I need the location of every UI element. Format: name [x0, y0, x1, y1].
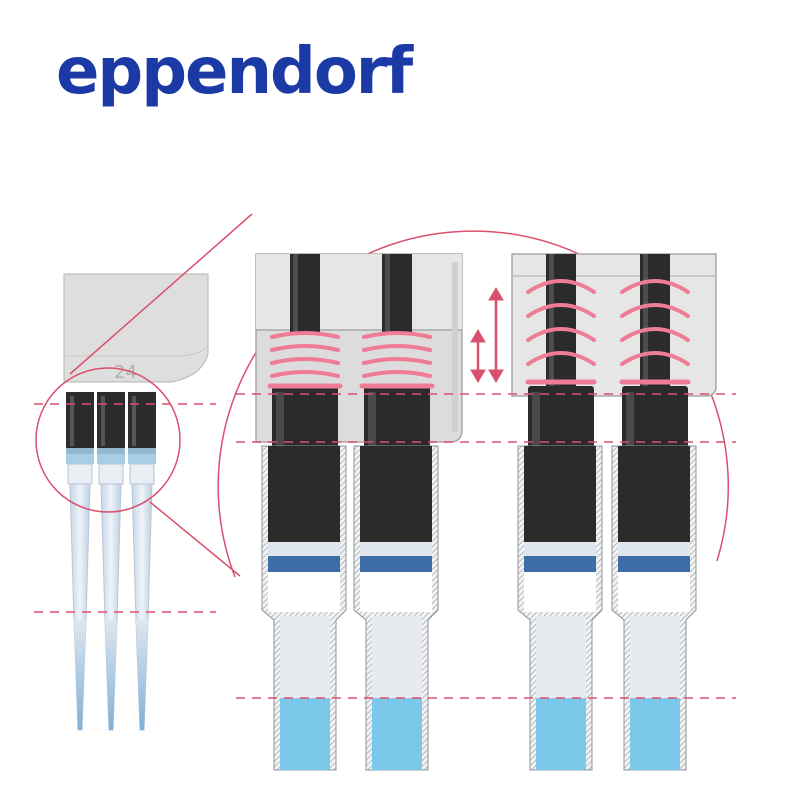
- pipette-tip-2: [100, 483, 122, 731]
- detail-extended-state: [511, 253, 717, 771]
- detail-compressed-state: [255, 253, 463, 771]
- tip-cone-1: [66, 392, 94, 485]
- pipette-tip-1: [69, 483, 91, 731]
- tip-cone-3: [128, 392, 156, 485]
- housing-right: [511, 253, 717, 397]
- pipette-head-label: 24: [114, 362, 137, 383]
- tip-section-left-1: [261, 445, 347, 771]
- tip-section-left-2: [353, 445, 439, 771]
- double-arrow-vertical-icon: [470, 287, 504, 383]
- zoom-connector: [69, 213, 729, 578]
- spring-left-1: [267, 331, 343, 389]
- spring-right-2: [619, 279, 691, 385]
- tip-cone-2: [97, 392, 125, 485]
- reference-lines-detail: [236, 393, 736, 699]
- tip-section-right-2: [611, 445, 697, 771]
- pipette-tip-3: [131, 483, 153, 731]
- pipette-head-housing: [63, 273, 209, 383]
- tip-section-right-1: [517, 445, 603, 771]
- zoom-arc: [217, 230, 729, 578]
- spring-left-2: [359, 331, 435, 389]
- eppendorf-logo: eppendorf: [56, 35, 413, 109]
- reference-lines: [34, 403, 216, 613]
- pipette-overview: 24: [35, 273, 209, 731]
- zoom-circle: [35, 367, 181, 513]
- spring-right-1: [525, 279, 597, 385]
